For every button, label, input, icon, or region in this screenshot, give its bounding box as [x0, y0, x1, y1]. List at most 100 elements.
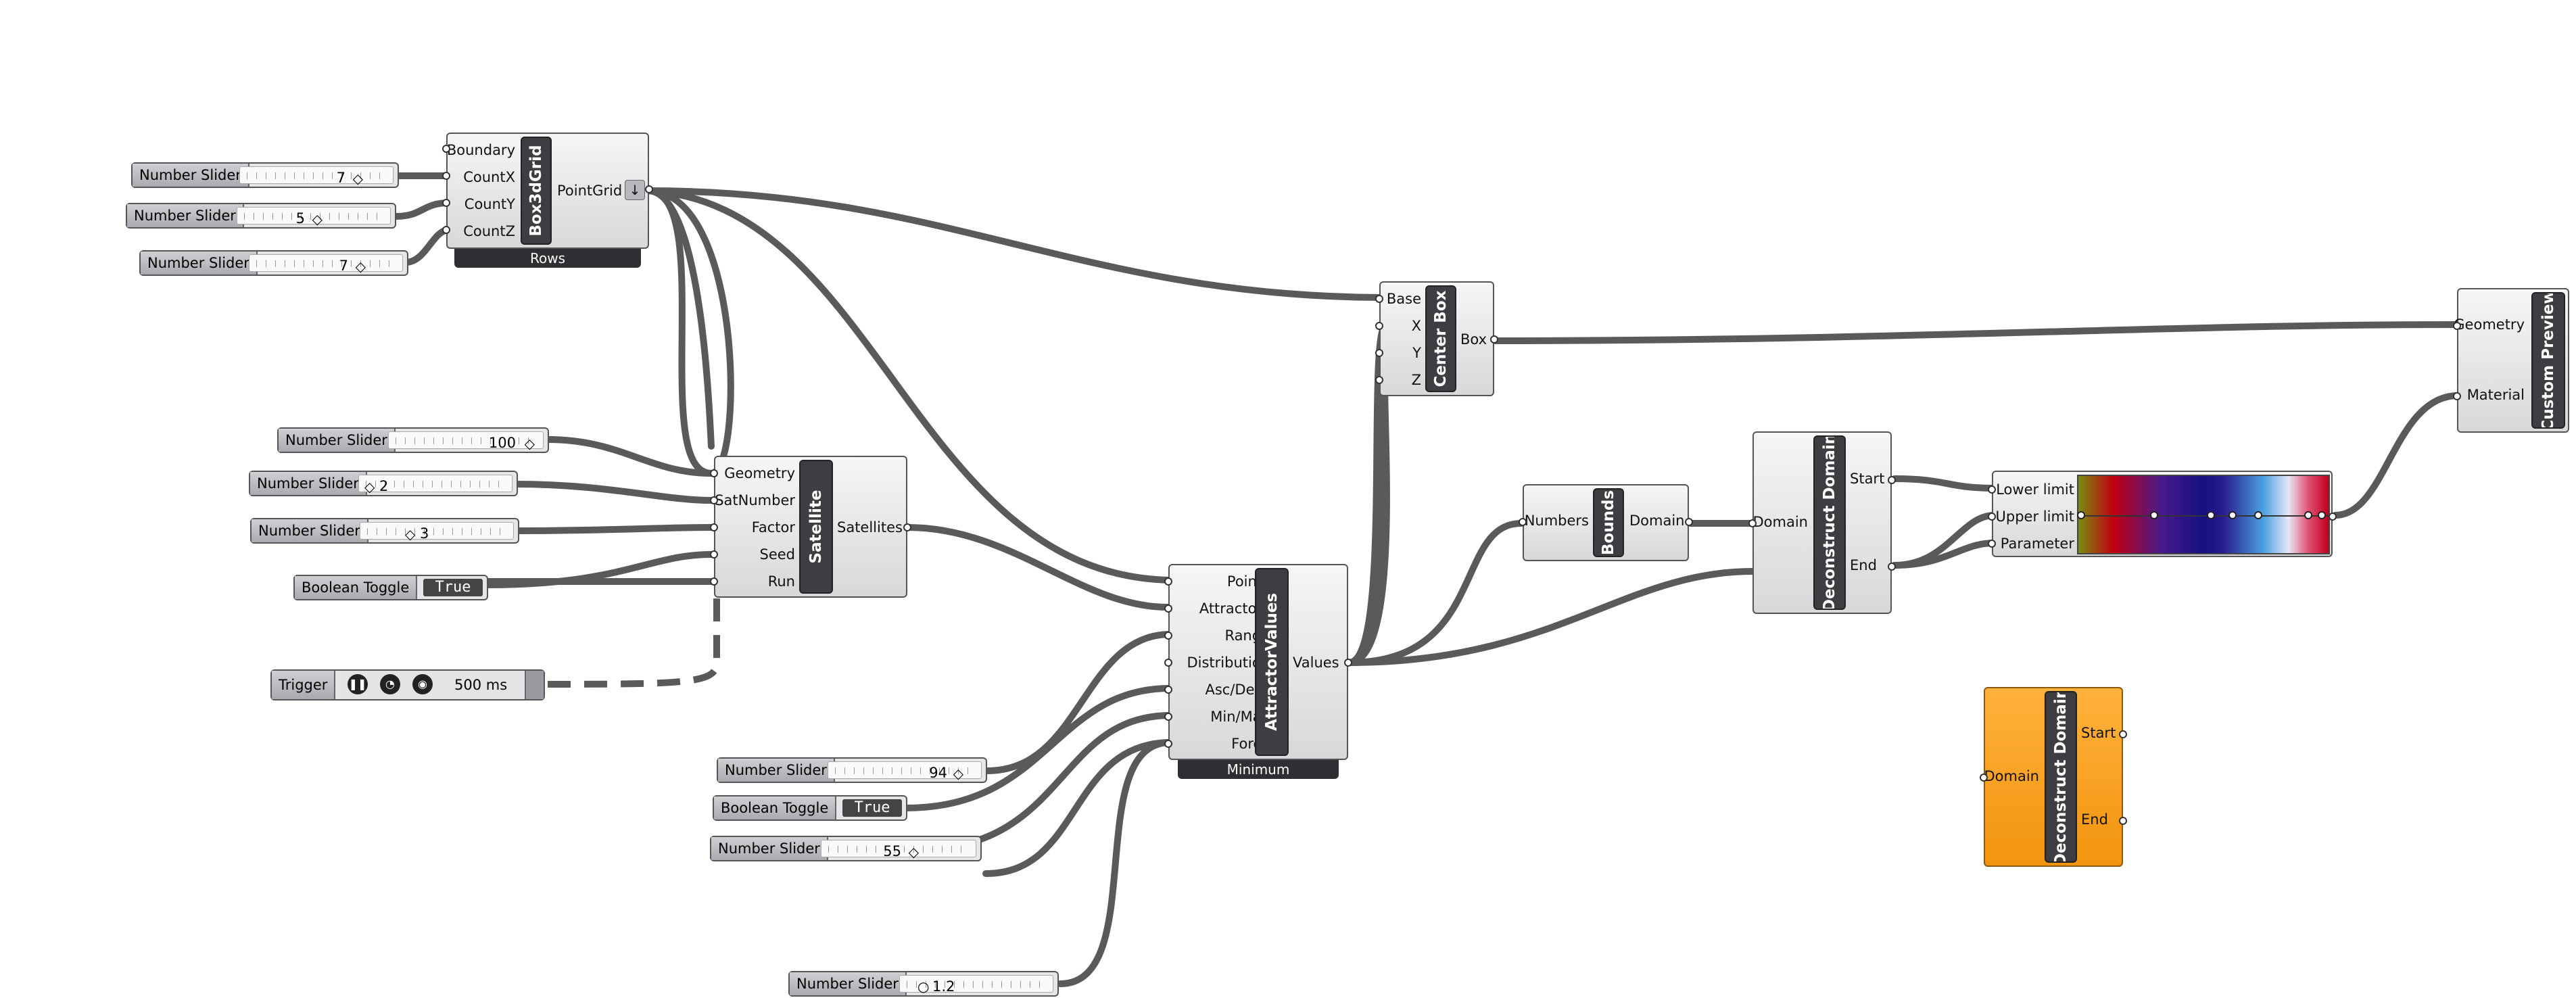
deconstruct-domain-component[interactable]: Domain Deconstruct Domain Start End: [1748, 431, 1896, 614]
output-port[interactable]: [1888, 563, 1896, 571]
input-port[interactable]: [1164, 659, 1172, 667]
input-label: SatNumber: [715, 492, 795, 508]
input-port[interactable]: [1375, 322, 1383, 330]
deconstruct-domain-orange-component[interactable]: Domain Deconstruct Domain Start End: [1980, 687, 2127, 867]
slider-track[interactable]: ○1.2: [899, 975, 1053, 995]
input-port[interactable]: [1375, 349, 1383, 357]
box3dgrid-component[interactable]: Boundary CountX CountY CountZ Box3dGrid …: [442, 133, 653, 249]
attractorvalues-component[interactable]: Points Attractors Range Distribution Asc…: [1164, 564, 1352, 760]
custom-preview-component[interactable]: Geometry Material Custom Preview: [2453, 288, 2569, 433]
output-port[interactable]: [1490, 335, 1498, 343]
input-port[interactable]: [1164, 632, 1172, 640]
input-port[interactable]: [1748, 519, 1757, 527]
slider-track[interactable]: 7◇: [239, 166, 393, 187]
input-port[interactable]: [1375, 376, 1383, 384]
number-slider[interactable]: Number Slider ◇3: [250, 518, 519, 544]
satellite-component[interactable]: Geometry SatNumber Factor Seed Run Satel…: [710, 456, 911, 598]
input-port[interactable]: [442, 199, 450, 207]
slider-grip-icon[interactable]: ◇: [953, 765, 963, 782]
slider-track[interactable]: ◇2: [358, 475, 512, 495]
slider-grip-icon[interactable]: ◇: [355, 258, 366, 275]
gradient-grip[interactable]: [2077, 511, 2085, 519]
input-port[interactable]: [1164, 577, 1172, 586]
gradient-grip[interactable]: [2318, 511, 2326, 519]
number-slider[interactable]: Number Slider 55◇: [710, 836, 982, 861]
slider-grip-icon[interactable]: ◇: [312, 211, 323, 227]
slider-track[interactable]: 94◇: [828, 761, 982, 782]
input-port[interactable]: [1164, 604, 1172, 613]
number-slider[interactable]: Number Slider 100◇: [277, 427, 549, 453]
number-slider[interactable]: Number Slider 7◇: [139, 250, 408, 276]
gradient-grip[interactable]: [2254, 511, 2262, 519]
wire: [644, 187, 1389, 301]
slider-grip-icon[interactable]: ◇: [352, 170, 363, 187]
output-port[interactable]: [1888, 476, 1896, 484]
input-port[interactable]: [442, 226, 450, 234]
timer-icon[interactable]: ◔: [380, 674, 400, 694]
input-port[interactable]: [442, 172, 450, 180]
input-port[interactable]: [1988, 485, 1996, 494]
input-port[interactable]: [2453, 392, 2461, 400]
slider-track[interactable]: 100◇: [388, 431, 544, 452]
bounds-component[interactable]: Numbers Bounds Domain: [1519, 484, 1693, 561]
gradient-line: [2078, 515, 2329, 517]
gradient-grip[interactable]: [2228, 511, 2237, 519]
slider-track[interactable]: ◇3: [360, 522, 514, 542]
output-label: End: [1850, 557, 1877, 573]
input-port[interactable]: [1988, 513, 1996, 521]
input-port[interactable]: [710, 523, 718, 531]
gradient-swatch[interactable]: [2077, 475, 2330, 554]
wire: [644, 187, 715, 477]
centerbox-component[interactable]: Base X Y Z Center Box Box: [1375, 281, 1498, 396]
input-label: CountZ: [463, 223, 515, 239]
input-port[interactable]: [1988, 540, 1996, 548]
component-nickname: Satellite: [799, 460, 833, 594]
input-port[interactable]: [1519, 518, 1527, 526]
number-slider[interactable]: Number Slider 7◇: [131, 162, 399, 188]
gradient-grip[interactable]: [2207, 511, 2215, 519]
boolean-toggle[interactable]: Boolean Toggle True: [713, 795, 907, 821]
output-port[interactable]: [645, 185, 653, 193]
toggle-value[interactable]: True: [423, 579, 483, 596]
output-port[interactable]: [1344, 659, 1352, 667]
input-port[interactable]: [710, 469, 718, 477]
output-port[interactable]: [1685, 518, 1693, 526]
pause-icon[interactable]: ❚❚: [348, 674, 368, 694]
slider-grip-icon[interactable]: ◇: [908, 844, 919, 860]
output-port[interactable]: [903, 523, 911, 531]
record-icon[interactable]: ◉: [412, 674, 433, 694]
slider-track[interactable]: 55◇: [821, 840, 976, 860]
gradient-component[interactable]: Lower limit Upper limit Parameter: [1988, 471, 2337, 557]
input-port[interactable]: [1164, 713, 1172, 721]
input-port[interactable]: [710, 550, 718, 559]
toggle-value[interactable]: True: [842, 799, 902, 817]
number-slider[interactable]: Number Slider 5◇: [126, 203, 396, 229]
input-port[interactable]: [1980, 774, 1988, 782]
trigger[interactable]: Trigger ❚❚ ◔ ◉ 500 ms: [270, 669, 545, 700]
slider-track[interactable]: 5◇: [237, 207, 391, 227]
number-slider[interactable]: Number Slider 94◇: [717, 757, 987, 783]
number-slider[interactable]: Number Slider ○1.2: [788, 971, 1059, 997]
boolean-toggle[interactable]: Boolean Toggle True: [293, 575, 488, 600]
input-port[interactable]: [1164, 740, 1172, 748]
output-port[interactable]: [2329, 513, 2337, 521]
slider-grip-icon[interactable]: ○: [917, 978, 930, 995]
wire: [393, 199, 452, 220]
slider-value: 7: [336, 170, 345, 186]
slider-grip-icon[interactable]: ◇: [524, 435, 535, 452]
slider-grip-icon[interactable]: ◇: [405, 526, 416, 542]
gradient-grip[interactable]: [2150, 511, 2158, 519]
slider-track[interactable]: 7◇: [249, 254, 403, 275]
output-port[interactable]: [2119, 730, 2127, 738]
trigger-handle[interactable]: [525, 671, 544, 699]
input-port[interactable]: [710, 577, 718, 586]
output-port[interactable]: [2119, 817, 2127, 825]
input-port[interactable]: [710, 496, 718, 504]
gradient-grip[interactable]: [2304, 511, 2312, 519]
number-slider[interactable]: Number Slider ◇2: [249, 471, 518, 496]
slider-grip-icon[interactable]: ◇: [364, 479, 375, 495]
input-port[interactable]: [1164, 686, 1172, 694]
input-port[interactable]: [1375, 295, 1383, 303]
input-port[interactable]: [442, 145, 450, 153]
input-port[interactable]: [2453, 322, 2461, 330]
